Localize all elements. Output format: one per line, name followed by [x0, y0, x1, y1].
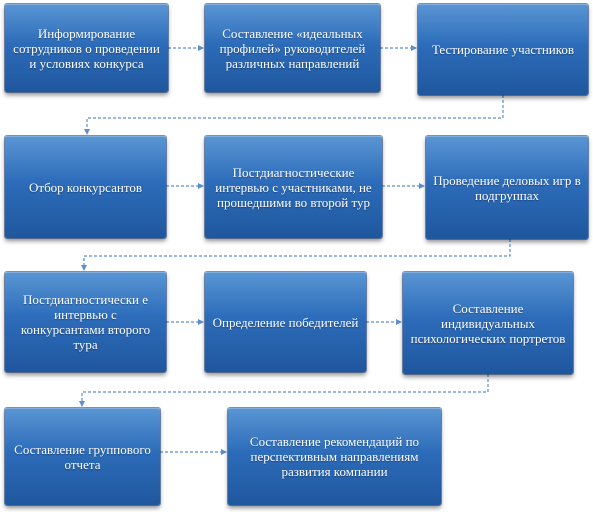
- step-7-label: Постдиагностически е интервью с конкурса…: [20, 292, 151, 352]
- step-4-box: Отбор конкурсантов: [5, 136, 166, 238]
- step-8-box: Определение победителей: [205, 272, 366, 372]
- connector-n6-n7: [81, 239, 511, 271]
- step-8-label: Определение победителей: [212, 314, 359, 330]
- connector-n9-n10: [79, 374, 489, 407]
- step-11-box: Составление рекомендаций по перспективны…: [228, 408, 441, 505]
- step-2-box: Составление «идеальных профилей» руковод…: [205, 4, 380, 92]
- step-6-box: Проведение деловых игр в подгруппах: [426, 136, 588, 239]
- step-5-label: Постдиагностические интервью с участника…: [215, 164, 372, 210]
- step-1-box: Информирование сотрудников о проведении …: [5, 4, 168, 92]
- step-7-box: Постдиагностически е интервью с конкурса…: [5, 272, 166, 372]
- step-4-label: Отбор конкурсантов: [29, 179, 142, 195]
- step-10-box: Составление группового отчета: [5, 408, 160, 505]
- step-10-label: Составление группового отчета: [14, 441, 151, 472]
- connector-n3-n4: [84, 95, 504, 135]
- step-11-label: Составление рекомендаций по перспективны…: [249, 434, 420, 479]
- step-5-box: Постдиагностические интервью с участника…: [205, 136, 382, 238]
- step-3-label: Тестирование участников: [431, 42, 575, 57]
- step-2-label: Составление «идеальных профилей» руковод…: [219, 25, 366, 71]
- step-9-label: Составление индивидуальных психологическ…: [410, 300, 566, 346]
- step-9-box: Составление индивидуальных психологическ…: [403, 272, 573, 374]
- step-1-label: Информирование сотрудников о проведении …: [13, 25, 160, 71]
- step-6-label: Проведение деловых игр в подгруппах: [433, 172, 581, 203]
- step-3-box: Тестирование участников: [418, 4, 588, 95]
